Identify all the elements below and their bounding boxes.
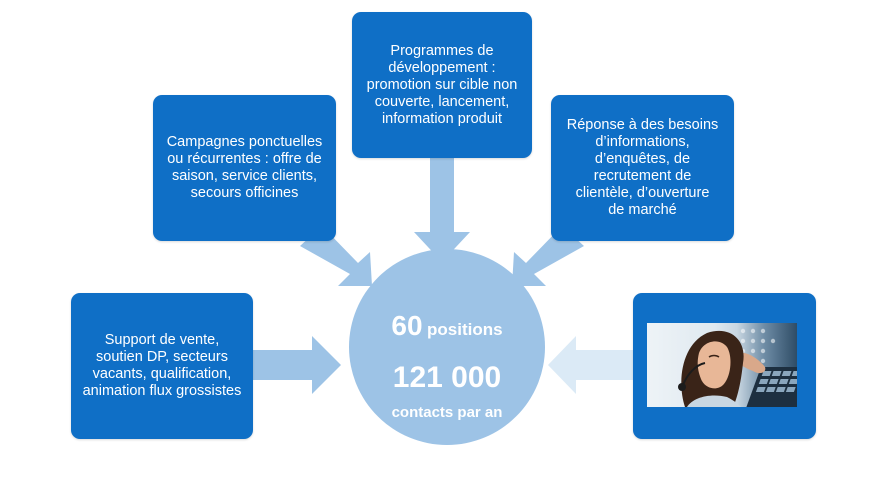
box-sales-support-text: Support de vente, soutien DP, secteurs v… bbox=[75, 332, 250, 400]
contacts-number: 121 000 bbox=[349, 361, 545, 395]
contacts-label: contacts par an bbox=[349, 404, 545, 421]
center-stats-circle: 60 positions 121 000 contacts par an bbox=[349, 249, 545, 445]
box-needs-response: Réponse à des besoins d’informations, d’… bbox=[551, 95, 734, 241]
box-sales-support: Support de vente, soutien DP, secteurs v… bbox=[71, 293, 253, 439]
positions-label: positions bbox=[427, 320, 503, 339]
box-campaigns-text: Campagnes ponctuelles ou récurrentes : o… bbox=[159, 134, 331, 202]
photo-illustration bbox=[647, 323, 797, 407]
arrow-down-top bbox=[414, 158, 470, 262]
box-needs-response-text: Réponse à des besoins d’informations, d’… bbox=[559, 117, 727, 219]
box-development-programs: Programmes de développement : promotion … bbox=[352, 12, 532, 158]
call-center-agent-photo bbox=[647, 323, 797, 407]
arrow-left-bottom bbox=[548, 336, 633, 394]
positions-line: 60 positions bbox=[349, 310, 545, 342]
arrow-right-bottom bbox=[253, 336, 341, 394]
box-development-programs-text: Programmes de développement : promotion … bbox=[359, 43, 526, 128]
box-campaigns: Campagnes ponctuelles ou récurrentes : o… bbox=[153, 95, 336, 241]
positions-number: 60 bbox=[391, 310, 422, 341]
